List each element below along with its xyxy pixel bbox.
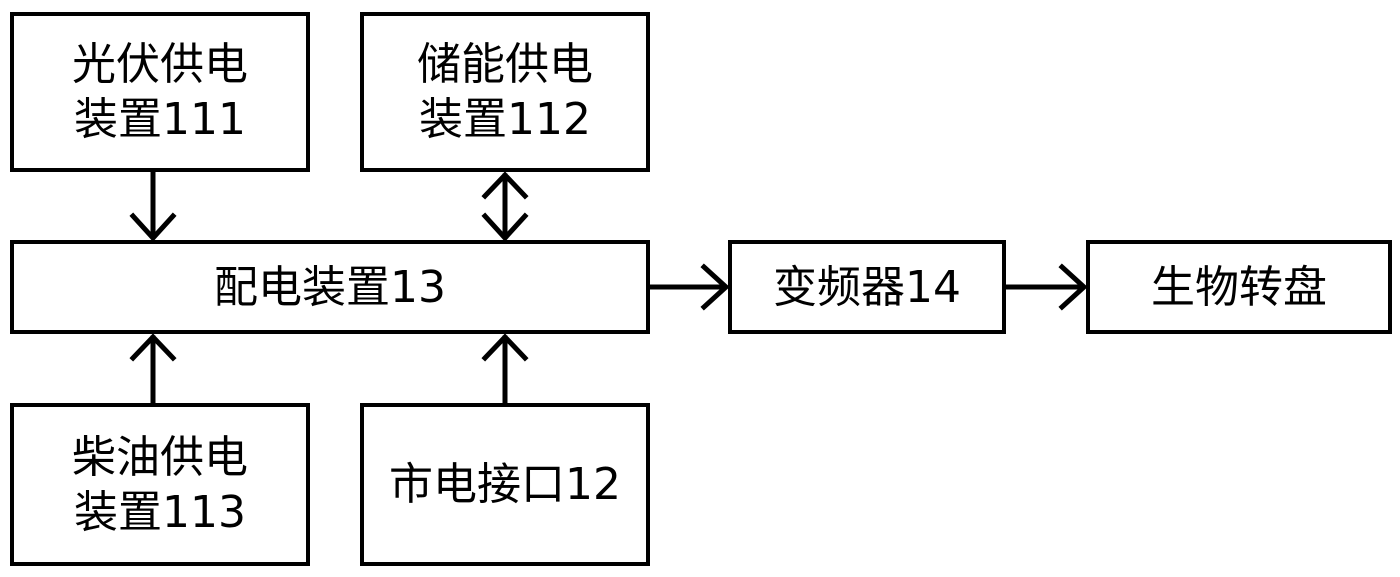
grid-interface-label: 市电接口12: [389, 459, 621, 510]
diesel-supply-label-line1: 柴油供电: [72, 431, 248, 483]
pv-supply-label-line1: 光伏供电: [72, 39, 248, 90]
grid-interface-block: 市电接口12: [360, 403, 650, 566]
diesel-supply-block: 柴油供电 装置113: [10, 403, 310, 566]
arrow-diesel-to-distribution: [129, 333, 177, 404]
inverter-label: 变频器14: [773, 261, 961, 313]
pv-supply-block: 光伏供电 装置111: [10, 12, 310, 172]
diesel-supply-label-line2: 装置113: [74, 486, 246, 538]
turntable-label: 生物转盘: [1151, 261, 1327, 313]
arrow-pv-to-distribution: [129, 171, 177, 242]
arrow-distribution-to-inverter: [649, 263, 730, 311]
storage-supply-label-line2: 装置112: [419, 94, 591, 145]
turntable-block: 生物转盘: [1086, 240, 1392, 334]
storage-supply-label-line1: 储能供电: [417, 39, 593, 90]
inverter-block: 变频器14: [728, 240, 1006, 334]
distribution-block: 配电装置13: [10, 240, 650, 334]
storage-supply-block: 储能供电 装置112: [360, 12, 650, 172]
distribution-label: 配电装置13: [214, 261, 446, 313]
arrow-storage-bidirectional: [481, 171, 529, 242]
arrow-grid-to-distribution: [481, 333, 529, 404]
pv-supply-label-line2: 装置111: [74, 94, 246, 145]
arrow-inverter-to-turntable: [1005, 263, 1088, 311]
